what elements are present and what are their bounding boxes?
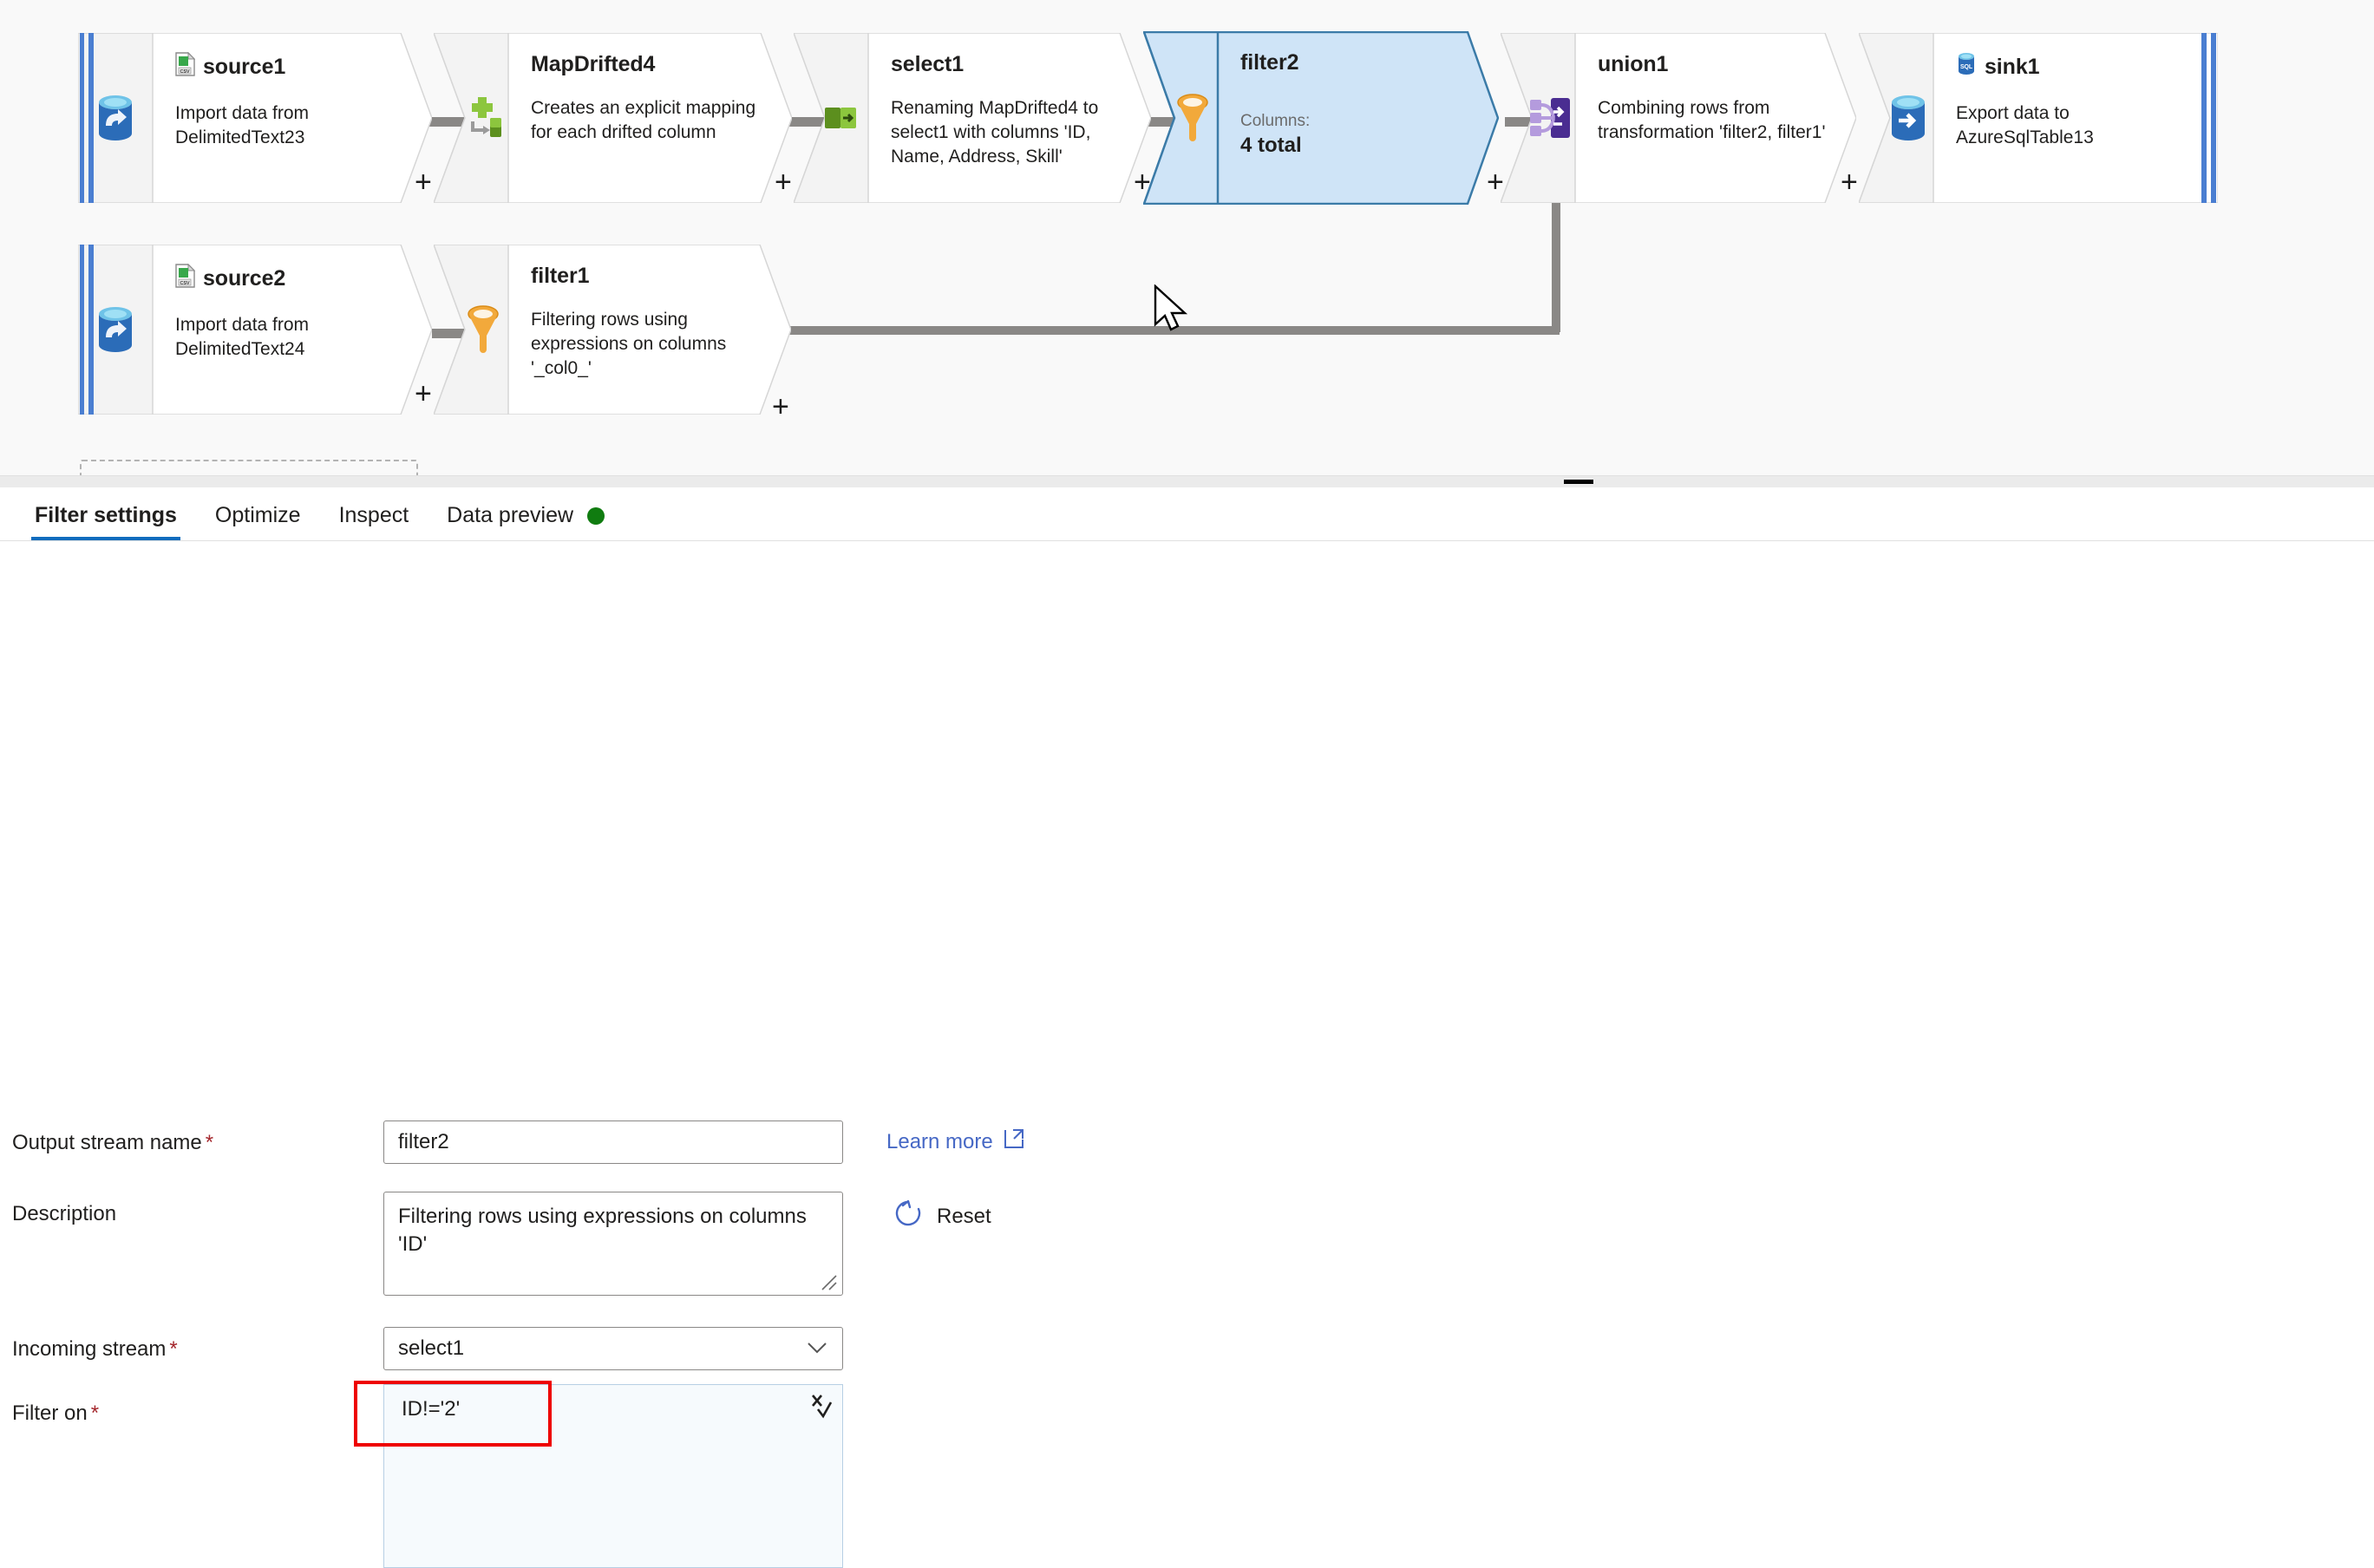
node-sink1[interactable]: SQL sink1 Export data to AzureSqlTable13: [1859, 33, 2218, 203]
incoming-stream-label: Incoming stream*: [12, 1337, 178, 1362]
node-shape: [1501, 33, 1856, 203]
node-shape: [1143, 31, 1499, 205]
add-source-placeholder[interactable]: [80, 460, 418, 475]
incoming-stream-select[interactable]: select1: [383, 1327, 843, 1370]
node-shape: [78, 33, 432, 203]
tab-label: Filter settings: [35, 503, 177, 527]
node-union1[interactable]: union1 Combining rows from transformatio…: [1501, 33, 1858, 203]
status-dot-icon: [587, 506, 605, 525]
add-transformation-button[interactable]: +: [1134, 166, 1151, 199]
node-shape: [794, 33, 1151, 203]
node-filter1[interactable]: filter1 Filtering rows using expressions…: [434, 245, 791, 415]
label-text: Filter on: [12, 1401, 88, 1425]
data-flow-canvas[interactable]: CSV source1 Import data from DelimitedTe…: [0, 0, 2374, 475]
description-textarea[interactable]: [383, 1192, 843, 1296]
node-shape: [434, 245, 791, 415]
add-transformation-button[interactable]: +: [1487, 166, 1504, 199]
panel-splitter[interactable]: [0, 475, 2374, 487]
external-link-icon: [1003, 1127, 1025, 1156]
description-label: Description: [12, 1202, 116, 1226]
node-source2[interactable]: CSV source2 Import data from DelimitedTe…: [78, 245, 432, 415]
learn-more-label: Learn more: [886, 1129, 993, 1153]
filter-expression-value: ID!='2': [402, 1397, 461, 1421]
required-marker: *: [90, 1401, 100, 1425]
output-stream-name-label: Output stream name*: [12, 1131, 213, 1155]
expression-validate-icon[interactable]: [808, 1392, 834, 1426]
refresh-icon: [893, 1199, 923, 1234]
tab-inspect[interactable]: Inspect: [320, 503, 428, 540]
label-text: Description: [12, 1202, 117, 1225]
tab-label: Optimize: [214, 503, 301, 527]
node-mapdrifted4[interactable]: MapDrifted4 Creates an explicit mapping …: [434, 33, 792, 203]
splitter-drag-handle[interactable]: [1564, 480, 1593, 484]
connector-filter1-union1-horizontal: [779, 326, 1560, 335]
learn-more-link[interactable]: Learn more: [886, 1127, 1025, 1156]
required-marker: *: [205, 1131, 214, 1154]
incoming-stream-value: select1: [398, 1336, 465, 1360]
settings-tab-bar[interactable]: Filter settings Optimize Inspect Data pr…: [0, 487, 2374, 541]
add-transformation-button[interactable]: +: [775, 166, 792, 199]
label-text: Incoming stream: [12, 1337, 167, 1361]
filter-on-label: Filter on*: [12, 1401, 99, 1426]
filter-expression-editor[interactable]: ID!='2': [383, 1384, 843, 1568]
node-select1[interactable]: select1 Renaming MapDrifted4 to select1 …: [794, 33, 1151, 203]
chevron-down-icon: [806, 1336, 828, 1361]
required-marker: *: [169, 1337, 178, 1361]
output-stream-name-input[interactable]: [383, 1120, 843, 1164]
node-shape: [1859, 33, 2218, 203]
add-transformation-button[interactable]: +: [415, 166, 432, 199]
add-transformation-button[interactable]: +: [1841, 166, 1858, 199]
node-source1[interactable]: CSV source1 Import data from DelimitedTe…: [78, 33, 432, 203]
node-shape: [78, 245, 432, 415]
node-shape: [434, 33, 792, 203]
add-transformation-button-filter1[interactable]: +: [772, 390, 789, 423]
filter-settings-panel: Output stream name* Description Incoming…: [0, 541, 2374, 1568]
label-text: Output stream name: [12, 1131, 202, 1154]
tab-filter-settings[interactable]: Filter settings: [16, 503, 196, 540]
reset-label: Reset: [937, 1204, 991, 1228]
node-filter2[interactable]: filter2 Columns: 4 total +: [1143, 31, 1504, 205]
tab-label: Inspect: [338, 503, 409, 527]
tab-label: Data preview: [447, 503, 574, 527]
tab-optimize[interactable]: Optimize: [196, 503, 320, 540]
tab-data-preview[interactable]: Data preview: [428, 503, 624, 540]
connector-filter1-union1-vertical: [1552, 198, 1560, 332]
reset-button[interactable]: Reset: [893, 1199, 991, 1234]
add-transformation-button[interactable]: +: [415, 377, 432, 410]
mouse-cursor: [1152, 284, 1192, 343]
